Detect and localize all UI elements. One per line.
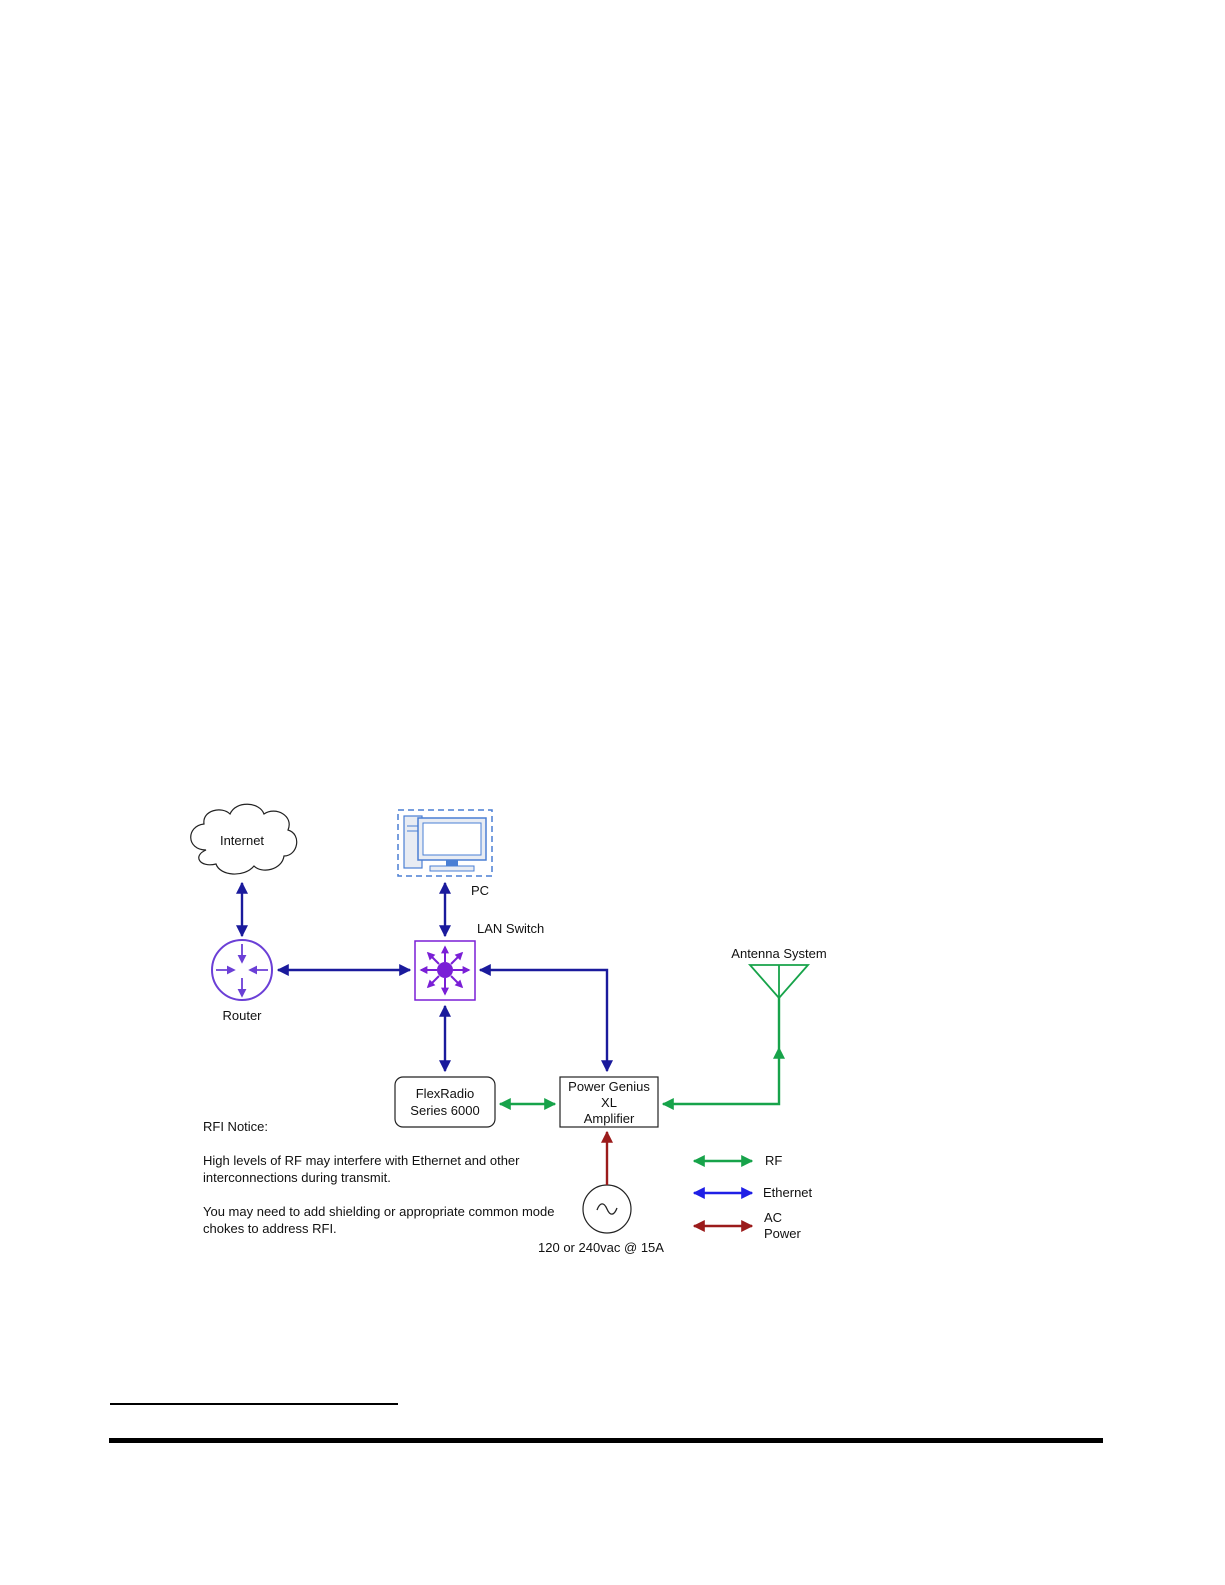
amplifier-node xyxy=(559,1076,659,1128)
amplifier-label-line3: Amplifier xyxy=(584,1111,635,1126)
pc-label: PC xyxy=(471,883,489,898)
internet-cloud-icon xyxy=(190,803,298,875)
page-bottom-rule xyxy=(109,1438,1103,1443)
legend-rf-label: RF xyxy=(765,1153,782,1168)
rfi-notice-paragraph-2: You may need to add shielding or appropr… xyxy=(203,1204,555,1236)
footnote-rule xyxy=(110,1403,398,1405)
internet-label: Internet xyxy=(220,833,264,848)
legend-ethernet-label: Ethernet xyxy=(763,1185,813,1200)
antenna-icon xyxy=(748,964,810,1000)
ac-source-label: 120 or 240vac @ 15A xyxy=(538,1240,664,1255)
amplifier-label-line2: XL xyxy=(601,1095,617,1110)
flexradio-node xyxy=(394,1076,496,1128)
ac-source-icon xyxy=(582,1184,632,1234)
legend: RF Ethernet AC Power xyxy=(692,1153,813,1241)
rfi-notice-paragraph-1: High levels of RF may interfere with Eth… xyxy=(203,1153,520,1185)
router-label: Router xyxy=(222,1008,262,1023)
lan-switch-label: LAN Switch xyxy=(477,921,544,936)
link-amplifier-antenna xyxy=(661,1046,785,1110)
router-icon xyxy=(211,939,273,1001)
rfi-notice-title: RFI Notice: xyxy=(203,1119,269,1134)
pc-icon xyxy=(397,809,493,877)
flexradio-label-line2: Series 6000 xyxy=(410,1103,479,1118)
rfi-notice: RFI Notice: High levels of RF may interf… xyxy=(203,1118,563,1254)
lan-switch-icon xyxy=(414,940,476,1001)
legend-ac-label-line1: AC xyxy=(764,1210,782,1225)
amplifier-label-line1: Power Genius xyxy=(568,1079,650,1094)
link-switch-amplifier xyxy=(478,964,613,1073)
legend-ac-label-line2: Power xyxy=(764,1226,802,1241)
antenna-label: Antenna System xyxy=(731,946,826,961)
flexradio-label-line1: FlexRadio xyxy=(416,1086,475,1101)
